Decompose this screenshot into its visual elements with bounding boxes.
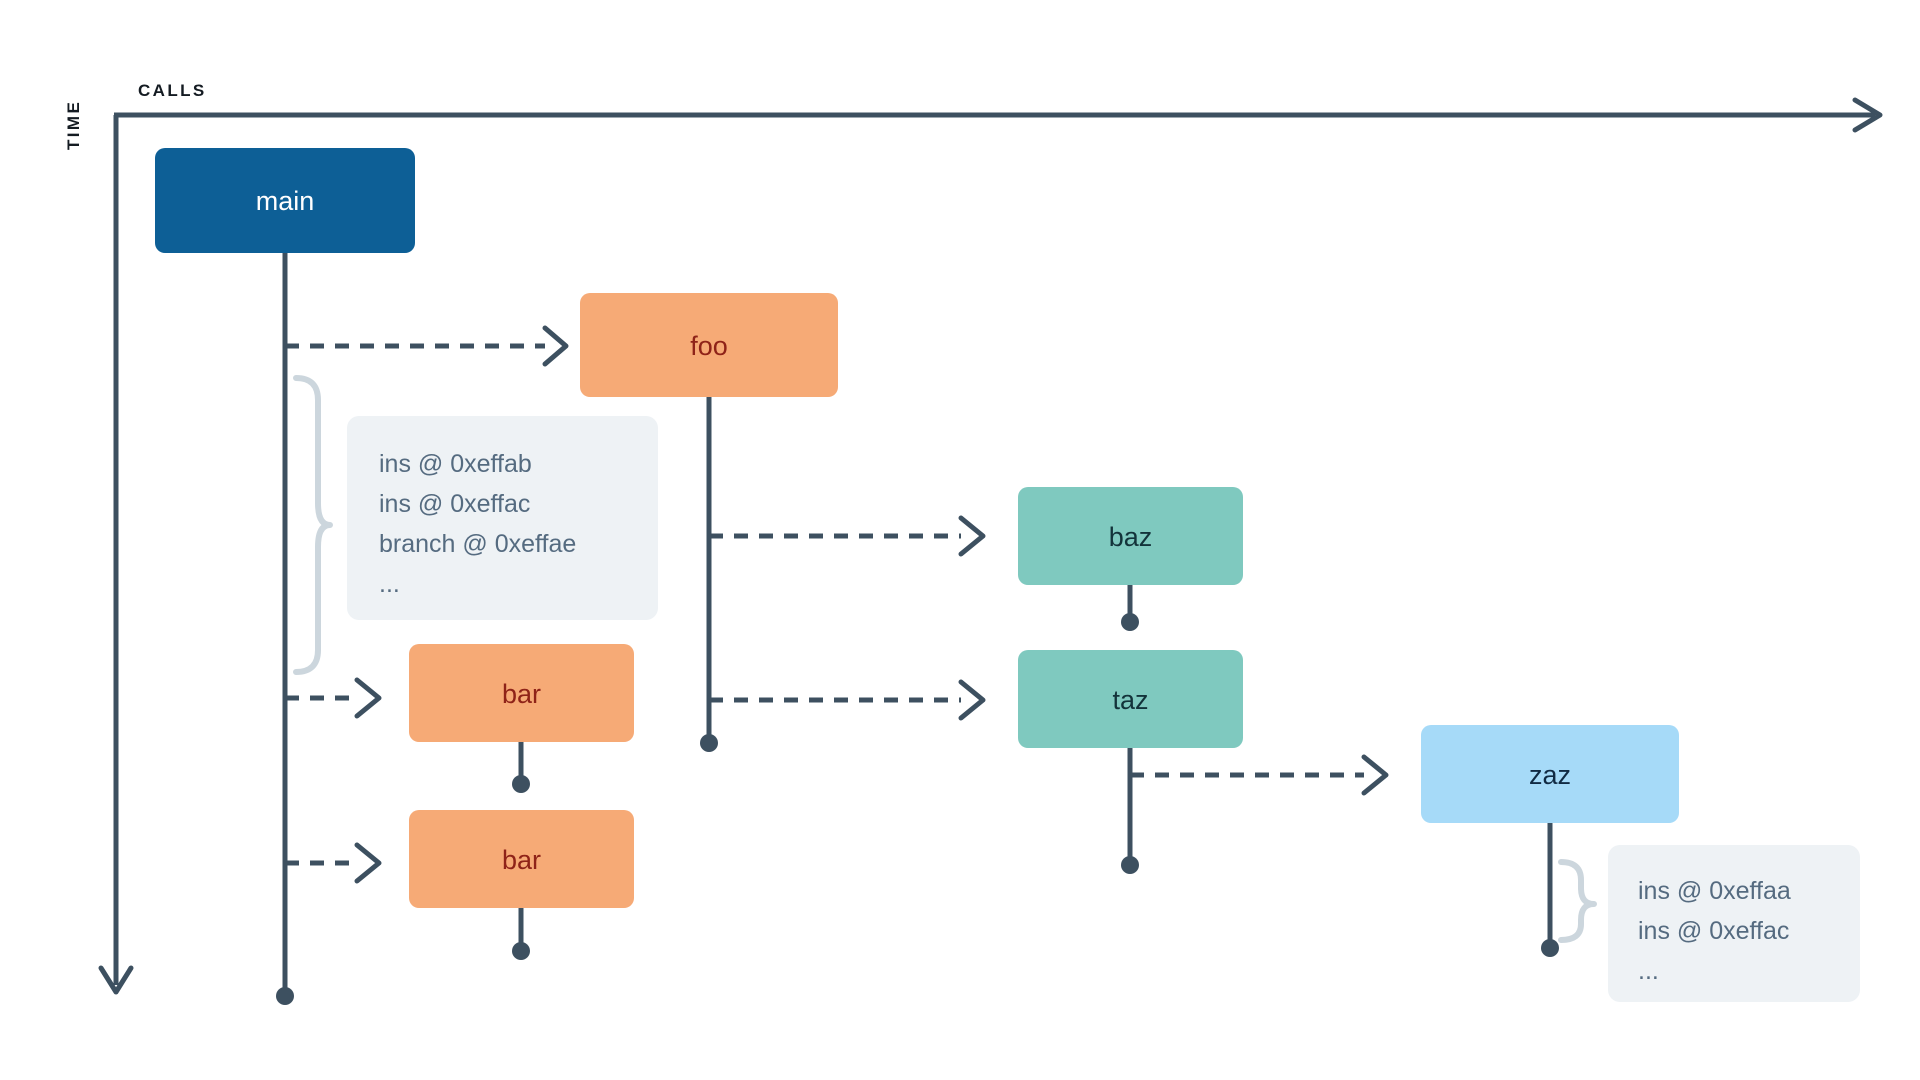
calls-axis-label: CALLS <box>138 81 207 100</box>
node-main[interactable] <box>155 148 415 253</box>
nodes-group <box>155 148 1679 908</box>
lifeline-foo <box>700 397 718 752</box>
time-axis-arrowhead <box>98 965 134 995</box>
instruction-box-zaz: ins @ 0xeffaa ins @ 0xeffac ... <box>1608 845 1860 1002</box>
instruction-line-ellipsis: ... <box>379 570 400 598</box>
time-axis-label: TIME <box>64 99 83 150</box>
lifeline-main <box>276 253 294 1005</box>
brace-main <box>293 375 333 675</box>
instruction-line: ins @ 0xeffac <box>1638 917 1790 945</box>
call-arrow-foo-to-baz <box>709 515 986 557</box>
lifelines-group <box>276 253 1559 1005</box>
call-arrow-main-to-bar-1 <box>285 677 382 719</box>
node-taz[interactable] <box>1018 650 1243 748</box>
axes-group <box>98 97 1883 995</box>
call-arrow-foo-to-taz <box>709 679 986 721</box>
call-arrows-group <box>285 325 1389 884</box>
braces-group <box>293 375 1597 943</box>
node-bar-2[interactable] <box>409 810 634 908</box>
node-zaz[interactable] <box>1421 725 1679 823</box>
brace-zaz <box>1558 859 1597 943</box>
calls-axis-arrowhead <box>1852 97 1883 133</box>
lifeline-taz <box>1121 748 1139 874</box>
node-baz[interactable] <box>1018 487 1243 585</box>
instruction-line: ins @ 0xeffac <box>379 490 531 518</box>
instruction-line: ins @ 0xeffab <box>379 450 532 478</box>
node-bar-1[interactable] <box>409 644 634 742</box>
instruction-line: ins @ 0xeffaa <box>1638 877 1791 905</box>
call-arrow-main-to-bar-2 <box>285 842 382 884</box>
call-arrow-taz-to-zaz <box>1130 754 1389 796</box>
instruction-box-main: ins @ 0xeffab ins @ 0xeffac branch @ 0xe… <box>347 416 658 620</box>
lifeline-bar-2 <box>512 908 530 960</box>
lifeline-bar-1 <box>512 742 530 793</box>
lifeline-baz <box>1121 585 1139 631</box>
call-arrow-main-to-foo <box>285 325 569 367</box>
instruction-line: branch @ 0xeffae <box>379 530 577 558</box>
node-foo[interactable] <box>580 293 838 397</box>
lifeline-zaz <box>1541 823 1559 957</box>
instruction-line-ellipsis: ... <box>1638 957 1659 985</box>
